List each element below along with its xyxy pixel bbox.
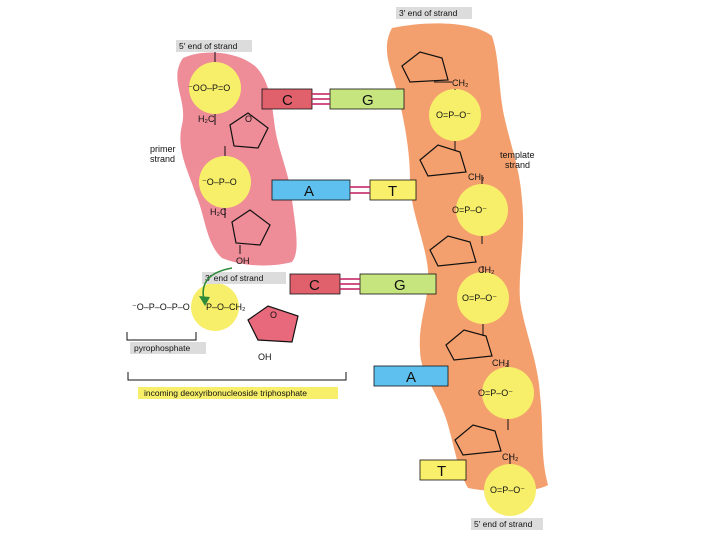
primer-phosphate-mid <box>199 156 251 208</box>
label-primer-strand-1: primer <box>150 144 176 154</box>
primer-phosphate-mid: ⁻O–P–O <box>202 177 237 187</box>
base-pair2-right-letter: T <box>388 183 397 200</box>
template-base-T <box>419 459 467 481</box>
incoming-bracket <box>127 372 347 381</box>
label-template-strand-1: template <box>500 150 535 160</box>
template-base-A <box>373 365 449 387</box>
primer-sugar-o: O <box>245 114 252 124</box>
incoming-pyro-atoms: ⁻O–P–O–P–O <box>132 302 190 312</box>
primer-phosphate-top-left: ⁻O <box>188 83 200 93</box>
primer-phosphate-top: O–P=O <box>200 83 230 93</box>
nucleophilic-attack-arrow <box>202 267 233 301</box>
base-pair2-left-letter: A <box>304 183 314 200</box>
label-primer-3prime: 3′ end of strand <box>205 273 264 283</box>
label-box-template-5prime <box>471 518 543 530</box>
incoming-oh: OH <box>258 352 272 362</box>
template-ch2-3: CH₂ <box>478 265 495 275</box>
label-template-3prime: 3′ end of strand <box>399 8 458 18</box>
base-pair1-right-letter: G <box>362 92 374 109</box>
template-phosphate-4-text: O=P–O⁻ <box>478 388 513 398</box>
primer-h2c-1: H₂C <box>198 114 215 124</box>
primer-sugar-1 <box>229 112 269 149</box>
template-phosphate-1-text: O=P–O⁻ <box>436 110 471 120</box>
hbonds-pair3 <box>340 278 360 290</box>
incoming-sugar-o: O <box>270 310 277 320</box>
template-ch2-2: CH₂ <box>468 172 485 182</box>
template-ch2-1: CH₂ <box>452 78 469 88</box>
primer-oh: OH <box>236 256 250 266</box>
incoming-sugar <box>247 305 299 343</box>
label-box-incoming <box>138 387 338 399</box>
label-primer-5prime: 5′ end of strand <box>179 41 238 51</box>
template-phosphate-5 <box>484 464 536 516</box>
pyrophosphate-bracket <box>126 332 197 341</box>
label-pyrophosphate: pyrophosphate <box>134 343 191 353</box>
template-base-T-letter: T <box>437 463 446 480</box>
base-pair2-left <box>271 179 351 201</box>
template-ch2-4: CH₂ <box>492 358 509 368</box>
incoming-triphos-atoms: P–O–CH₂ <box>206 302 246 312</box>
base-pair3-right-letter: G <box>394 277 406 294</box>
primer-phosphate-top <box>189 62 241 114</box>
label-box-template-3prime <box>396 7 472 19</box>
label-primer-strand-2: strand <box>150 154 175 164</box>
label-incoming: incoming deoxyribonucleoside triphosphat… <box>144 388 307 398</box>
label-template-5prime: 5′ end of strand <box>474 519 533 529</box>
label-box-primer-5prime <box>176 40 252 52</box>
primer-sugar-2 <box>231 209 271 246</box>
template-phosphate-1 <box>429 89 481 141</box>
template-phosphate-2 <box>456 184 508 236</box>
template-phosphate-3-text: O=P–O⁻ <box>462 293 497 303</box>
hbonds-pair2 <box>350 186 370 194</box>
template-phosphate-3 <box>457 272 509 324</box>
template-phosphate-5-text: O=P–O⁻ <box>490 485 525 495</box>
backbone-bonds <box>214 52 511 464</box>
base-pair3-left-letter: C <box>309 277 320 294</box>
arrow-head <box>199 296 210 306</box>
base-pair2-right <box>369 179 417 201</box>
template-phosphate-2-text: O=P–O⁻ <box>452 205 487 215</box>
base-pair1-left-letter: C <box>282 92 293 109</box>
label-box-pyrophosphate <box>130 342 206 354</box>
hbonds-pair1 <box>312 93 330 105</box>
template-sugars <box>401 51 502 456</box>
label-box-primer-3prime <box>202 272 286 284</box>
template-phosphate-4 <box>482 367 534 419</box>
label-template-strand-2: strand <box>505 160 530 170</box>
template-base-A-letter: A <box>406 369 416 386</box>
primer-h2c-2: H₂C <box>210 207 227 217</box>
